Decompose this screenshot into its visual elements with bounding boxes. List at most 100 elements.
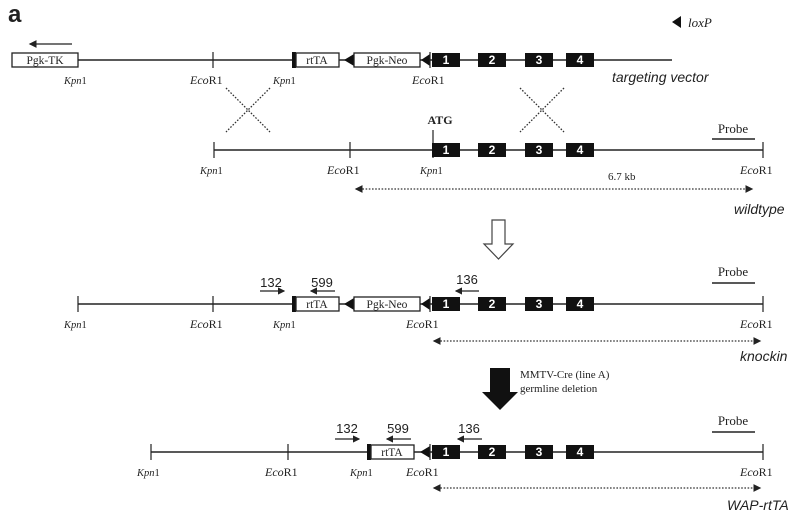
pgk-tk-label: Pgk-TK xyxy=(26,55,64,67)
loxp-icon xyxy=(344,54,354,66)
track-targeting-vector: Pgk-TK Kpn1 EcoR1 rtTA Kpn1 Pgk-Neo EcoR… xyxy=(11,40,710,87)
ecor1-site-label: EcoR1 xyxy=(739,163,773,177)
exon-group: 1 2 3 4 xyxy=(432,53,594,67)
kpn1-marker xyxy=(367,444,371,460)
exon-3 xyxy=(525,53,553,67)
loxp-icon xyxy=(420,446,430,458)
rtta-box xyxy=(295,296,340,312)
ecor1-site-label: EcoR1 xyxy=(326,163,360,177)
exon-4 xyxy=(566,445,594,459)
crossover-line xyxy=(225,87,271,133)
primer-599-label: 599 xyxy=(311,275,333,290)
exon-2 xyxy=(478,53,506,67)
exon-4 xyxy=(566,297,594,311)
crossover-line xyxy=(225,87,271,133)
ecor1-site-label: EcoR1 xyxy=(411,73,445,87)
kpn1-site-label: Kpn1 xyxy=(272,76,296,87)
kpn1-site-label: Kpn1 xyxy=(136,468,160,479)
exon-2-label: 2 xyxy=(489,53,496,67)
kpn1-site-label: Kpn1 xyxy=(199,166,223,177)
rtta-box xyxy=(370,444,415,460)
panel-label: a xyxy=(8,1,22,28)
kpn1-site-label: Kpn1 xyxy=(349,468,373,479)
exon-1-label: 1 xyxy=(443,143,450,157)
exon-3-label: 3 xyxy=(536,143,543,157)
exon-1-label: 1 xyxy=(443,297,450,311)
rtta-box xyxy=(295,52,340,68)
track-label-wap-rtta: WAP-rtTA xyxy=(727,497,789,513)
pgk-neo-box xyxy=(353,296,421,312)
exon-1 xyxy=(432,143,460,157)
cre-label-line2: germline deletion xyxy=(520,383,598,395)
kpn1-site-label: Kpn1 xyxy=(272,320,296,331)
track-knockin: Kpn1 EcoR1 132 599 136 rtTA Kpn1 Pgk-Neo… xyxy=(63,264,788,364)
rtta-label: rtTA xyxy=(306,55,328,67)
rtta-label: rtTA xyxy=(306,299,328,311)
atg-label: ATG xyxy=(427,113,452,127)
ecor1-site-label: EcoR1 xyxy=(739,317,773,331)
exon-3-label: 3 xyxy=(536,297,543,311)
cre-label-line1: MMTV-Cre (line A) xyxy=(520,369,610,381)
exon-group: 1 2 3 4 xyxy=(432,445,594,459)
pgk-neo-label: Pgk-Neo xyxy=(367,55,408,67)
track-label-wildtype: wildtype xyxy=(734,201,785,217)
track-wap-rtta: Kpn1 EcoR1 132 599 136 rtTA Kpn1 EcoR1 1… xyxy=(136,413,789,513)
exon-2-label: 2 xyxy=(489,297,496,311)
kpn1-marker xyxy=(292,296,296,312)
exon-1 xyxy=(432,445,460,459)
solid-down-arrow-icon xyxy=(482,368,518,410)
loxp-icon xyxy=(672,16,681,28)
recombination-crosses xyxy=(225,87,565,133)
exon-4 xyxy=(566,53,594,67)
exon-3-label: 3 xyxy=(536,445,543,459)
probe-label: Probe xyxy=(718,264,749,279)
loxp-legend: loxP xyxy=(672,15,712,30)
ecor1-site-label: EcoR1 xyxy=(405,317,439,331)
exon-2 xyxy=(478,297,506,311)
exon-4-label: 4 xyxy=(577,143,584,157)
rtta-label: rtTA xyxy=(381,447,403,459)
pgk-neo-box xyxy=(353,52,421,68)
primer-136-label: 136 xyxy=(458,421,480,436)
exon-2 xyxy=(478,143,506,157)
pgk-tk-box xyxy=(11,52,79,68)
probe-label: Probe xyxy=(718,413,749,428)
primer-132-label: 132 xyxy=(260,275,282,290)
ecor1-site-label: EcoR1 xyxy=(189,73,223,87)
track-wildtype: Kpn1 EcoR1 ATG Kpn1 1 2 3 4 Probe EcoR1 … xyxy=(199,113,785,217)
exon-group: 1 2 3 4 xyxy=(432,143,594,157)
ecor1-site-label: EcoR1 xyxy=(264,465,298,479)
exon-1-label: 1 xyxy=(443,53,450,67)
exon-3 xyxy=(525,143,553,157)
exon-2-label: 2 xyxy=(489,445,496,459)
primer-599-label: 599 xyxy=(387,421,409,436)
crossover-line xyxy=(519,87,565,133)
exon-1 xyxy=(432,53,460,67)
exon-1-label: 1 xyxy=(443,445,450,459)
kpn1-site-label: Kpn1 xyxy=(63,320,87,331)
kpn1-marker xyxy=(292,52,296,68)
fragment-size-label: 6.7 kb xyxy=(608,171,636,183)
kpn1-site-label: Kpn1 xyxy=(419,166,443,177)
exon-1 xyxy=(432,297,460,311)
exon-4-label: 4 xyxy=(577,297,584,311)
loxp-icon xyxy=(344,298,354,310)
probe-label: Probe xyxy=(718,121,749,136)
loxp-icon xyxy=(421,54,430,66)
exon-4-label: 4 xyxy=(577,445,584,459)
exon-2-label: 2 xyxy=(489,143,496,157)
ecor1-site-label: EcoR1 xyxy=(189,317,223,331)
loxp-icon xyxy=(421,298,430,310)
open-down-arrow-icon xyxy=(482,219,515,260)
track-label-targeting-vector: targeting vector xyxy=(612,69,710,85)
primer-136-label: 136 xyxy=(456,272,478,287)
crossover-line xyxy=(519,87,565,133)
ecor1-site-label: EcoR1 xyxy=(405,465,439,479)
exon-3 xyxy=(525,445,553,459)
primer-132-label: 132 xyxy=(336,421,358,436)
exon-group: 1 2 3 4 xyxy=(432,297,594,311)
track-label-knockin: knockin xyxy=(740,348,788,364)
ecor1-site-label: EcoR1 xyxy=(739,465,773,479)
exon-4-label: 4 xyxy=(577,53,584,67)
